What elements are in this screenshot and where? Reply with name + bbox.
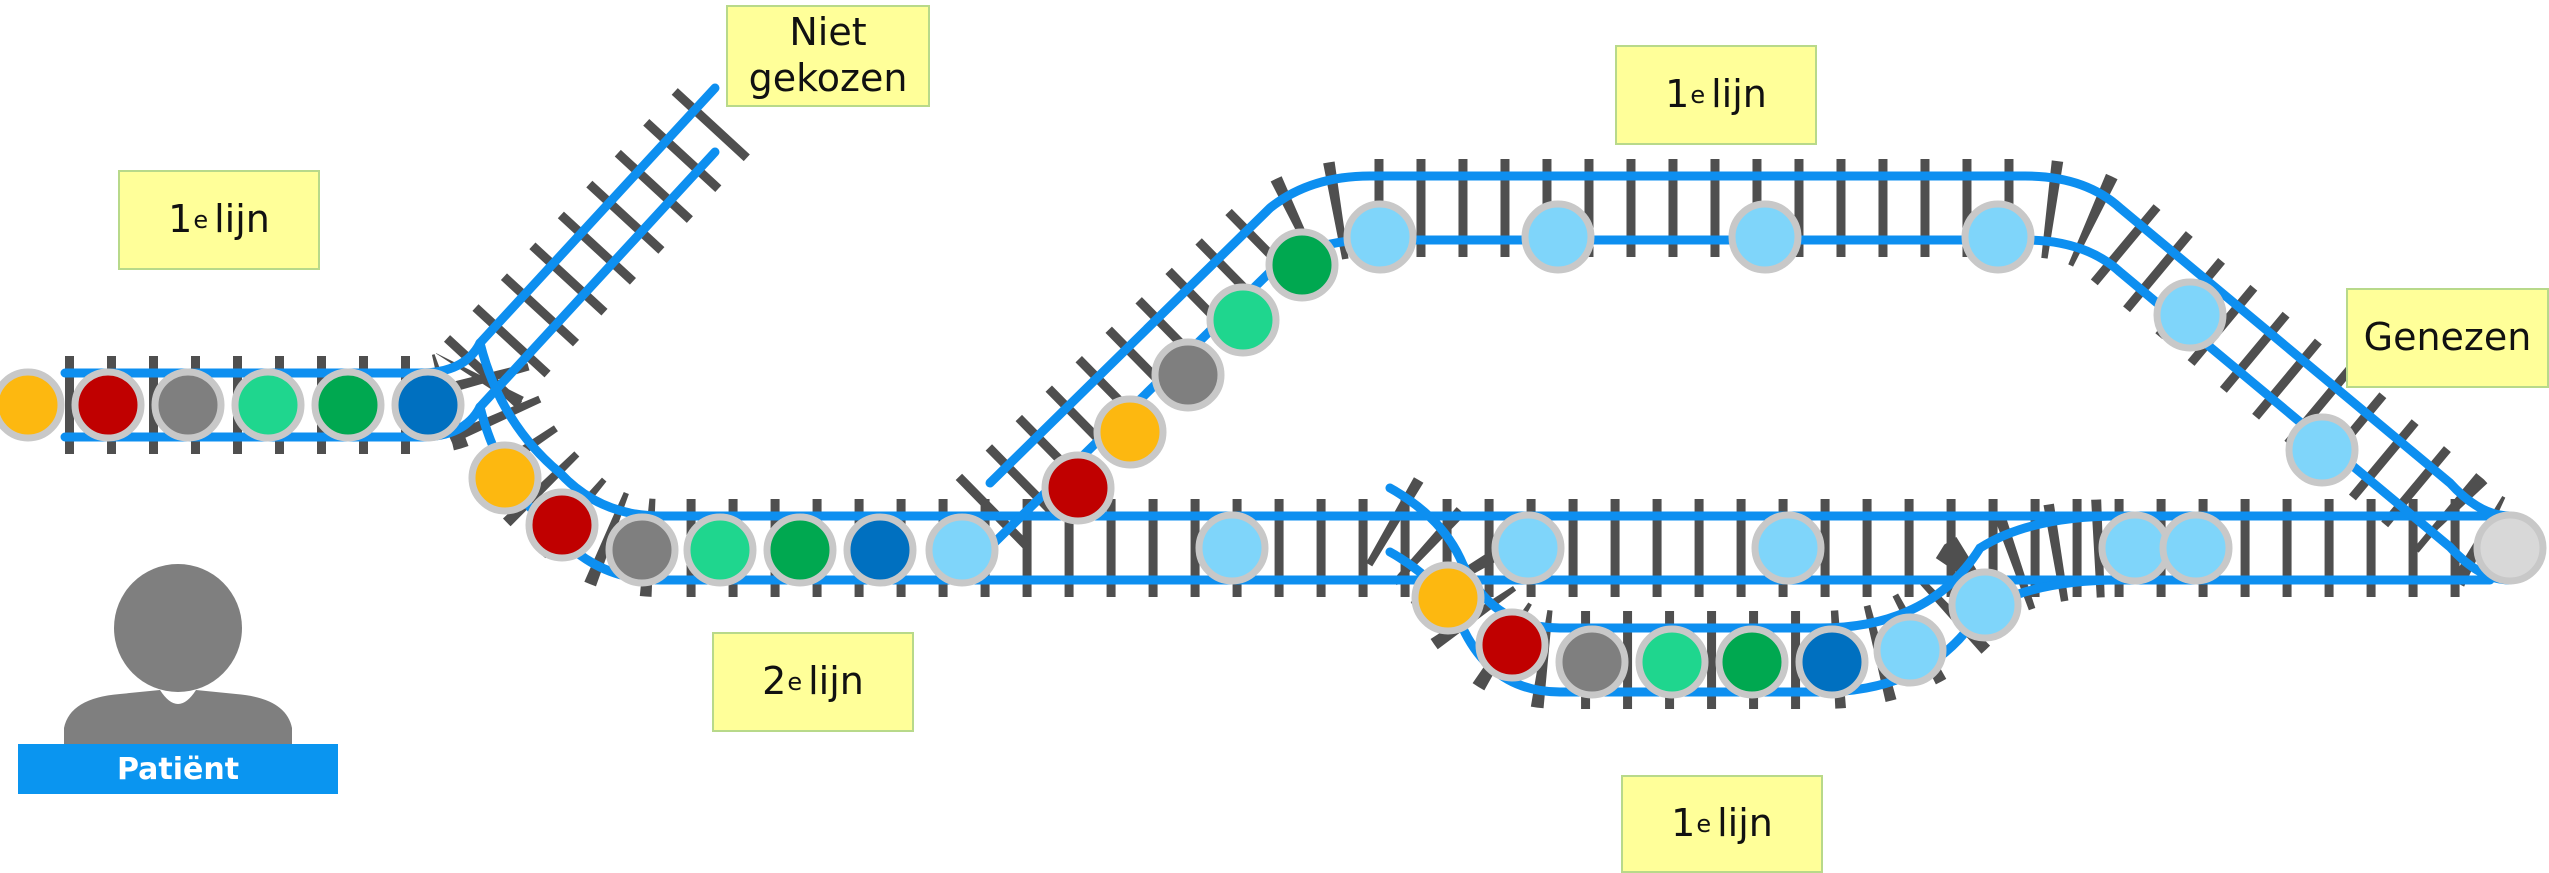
token-top-route-light-blue xyxy=(2153,278,2227,352)
token-second-line-gray xyxy=(605,513,679,587)
token-top-route-light-blue xyxy=(1521,200,1595,274)
token-top-route-light-blue xyxy=(1961,200,2035,274)
label-text: lijn xyxy=(1717,801,1773,846)
token-second-line-light-blue xyxy=(925,513,999,587)
token-top-route-light-blue xyxy=(1343,200,1417,274)
label-number: 2 xyxy=(762,659,787,704)
token-upper-branch-gray xyxy=(1151,338,1225,412)
track-not-chosen-ties xyxy=(443,86,752,409)
label-text: Niet gekozen xyxy=(748,10,908,100)
label-superscript: e xyxy=(1690,80,1706,109)
label-not-chosen: Niet gekozen xyxy=(726,5,930,107)
token-entry-red xyxy=(71,368,145,442)
token-upper-branch-red xyxy=(1041,451,1115,525)
label-cured: Genezen xyxy=(2346,288,2549,388)
token-second-line-red xyxy=(525,488,599,562)
track-entry-rail-a xyxy=(60,338,485,378)
label-number: 1 xyxy=(168,197,193,242)
label-text: Genezen xyxy=(2363,315,2532,360)
token-lower-loop-light-blue xyxy=(1948,568,2022,642)
token-lower-loop-teal xyxy=(1635,625,1709,699)
patient-label: Patiënt xyxy=(18,744,338,794)
token-upper-branch-orange xyxy=(1093,395,1167,469)
token-end-end-gray xyxy=(2473,511,2547,585)
track-not-chosen-rail-a xyxy=(475,83,720,348)
token-lower-loop-orange xyxy=(1411,561,1485,635)
token-middle-route-light-blue xyxy=(2159,511,2233,585)
token-second-line-teal xyxy=(683,513,757,587)
label-superscript: e xyxy=(193,205,209,234)
token-entry-teal xyxy=(231,368,305,442)
person-icon xyxy=(64,564,292,745)
token-lower-loop-light-blue xyxy=(1873,613,1947,687)
label-superscript: e xyxy=(787,667,803,696)
token-middle-route-light-blue xyxy=(1195,511,1269,585)
token-upper-branch-teal xyxy=(1206,283,1280,357)
label-number: 1 xyxy=(1665,72,1690,117)
patient-tokens xyxy=(0,200,2547,699)
token-lower-loop-gray xyxy=(1555,625,1629,699)
token-middle-route-light-blue xyxy=(1751,511,1825,585)
label-text: lijn xyxy=(1711,72,1767,117)
label-text: lijn xyxy=(808,659,864,704)
token-second-line-orange xyxy=(468,441,542,515)
token-entry-green xyxy=(311,368,385,442)
track-second-line-rail-a xyxy=(475,338,2495,521)
token-entry-orange xyxy=(0,368,65,442)
label-text: lijn xyxy=(214,197,270,242)
token-lower-loop-green xyxy=(1715,625,1789,699)
track-not-chosen-rail-b xyxy=(475,147,720,412)
track-upper-branch-rail-a xyxy=(985,171,2515,521)
token-second-line-green xyxy=(763,513,837,587)
label-superscript: e xyxy=(1696,809,1712,838)
token-middle-route-light-blue xyxy=(2098,511,2172,585)
track-lower-loop-ties xyxy=(1365,477,2121,709)
token-top-route-light-blue xyxy=(1728,200,1802,274)
track-second-line-ties xyxy=(432,362,2490,597)
token-entry-gray xyxy=(151,368,225,442)
token-entry-blue xyxy=(391,368,465,442)
label-number: 1 xyxy=(1671,801,1696,846)
token-middle-route-light-blue xyxy=(1491,511,1565,585)
token-lower-loop-red xyxy=(1475,608,1549,682)
token-upper-branch-green xyxy=(1265,228,1339,302)
railway-ties xyxy=(65,86,2513,709)
token-top-route-light-blue xyxy=(2285,413,2359,487)
token-second-line-blue xyxy=(843,513,917,587)
token-lower-loop-blue xyxy=(1795,625,1869,699)
